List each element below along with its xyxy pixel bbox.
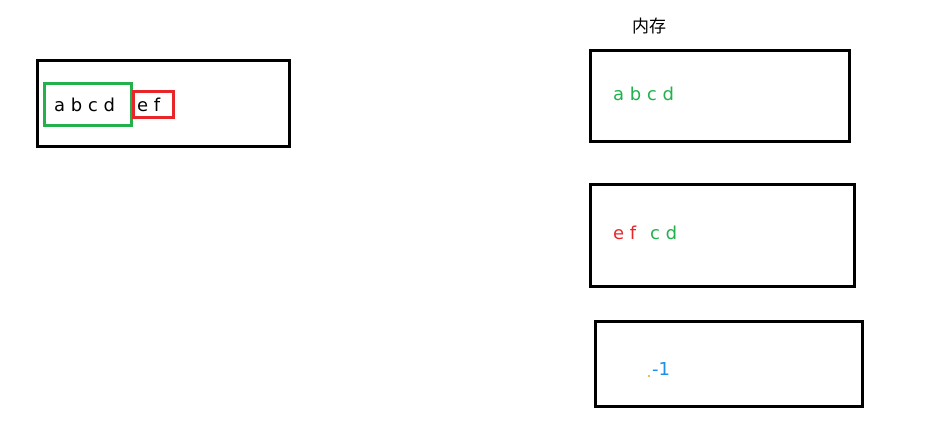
red-highlight-frame — [132, 90, 175, 119]
memory-slot-2-chars-ef: e f — [613, 223, 637, 244]
memory-slot-2-chars-cd: c d — [650, 223, 678, 244]
stray-dot — [648, 375, 650, 377]
memory-slot-2 — [589, 183, 856, 288]
green-highlight-frame — [43, 82, 133, 127]
source-string-box — [36, 59, 291, 148]
memory-slot-1-chars: a b c d — [613, 84, 674, 105]
source-chars-abcd: a b c d — [54, 95, 115, 116]
memory-title: 内存 — [632, 17, 666, 37]
memory-slot-1 — [589, 49, 851, 143]
memory-slot-3 — [594, 320, 864, 408]
source-chars-ef: e f — [137, 95, 161, 116]
memory-slot-3-value: -1 — [652, 359, 670, 380]
